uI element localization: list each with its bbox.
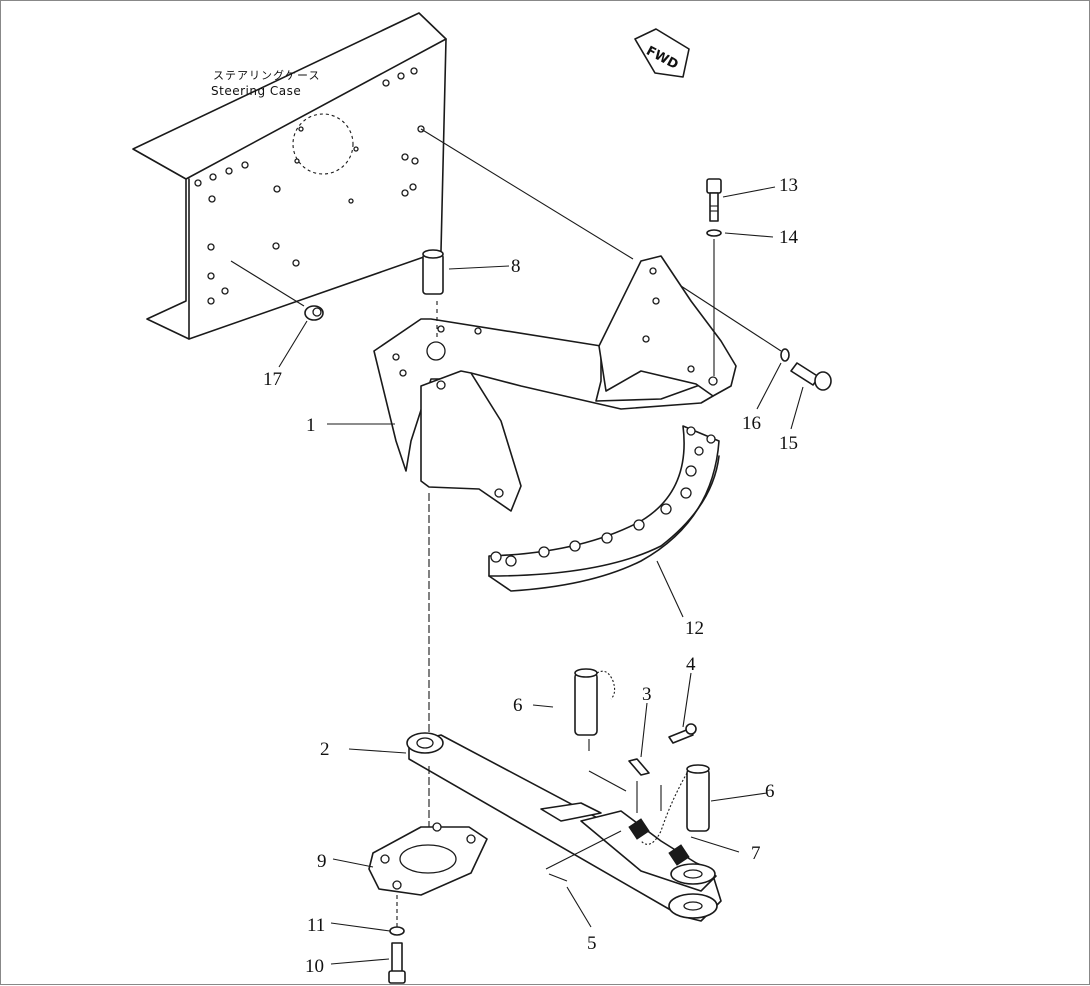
part-2-drawbar	[406, 732, 722, 922]
part-9-cap	[368, 822, 488, 896]
part-5-pin	[545, 830, 622, 882]
callout-3: 3	[642, 684, 652, 705]
callout-17: 17	[263, 369, 282, 390]
callout-9: 9	[317, 851, 327, 872]
part-3-cotter-pin	[628, 758, 650, 813]
callout-15: 15	[779, 433, 798, 454]
part-13-bolt	[706, 178, 722, 222]
callout-1: 1	[306, 415, 316, 436]
callout-2: 2	[320, 739, 330, 760]
part-7-clips	[628, 818, 690, 866]
callout-4: 4	[686, 654, 696, 675]
part-6-pin-left	[574, 668, 616, 751]
callout-10: 10	[305, 956, 324, 977]
callout-6-left: 6	[513, 695, 523, 716]
callout-6-right: 6	[765, 781, 775, 802]
callout-12: 12	[685, 618, 704, 639]
part-8-bushing	[422, 249, 444, 341]
fwd-arrow-icon: FWD	[634, 28, 690, 78]
callout-16: 16	[742, 413, 761, 434]
callout-11: 11	[307, 915, 325, 936]
callout-5-lower: 5	[587, 933, 597, 954]
part-12-quadrant	[488, 425, 720, 592]
callout-13: 13	[779, 175, 798, 196]
part-16-washer	[780, 348, 790, 362]
part-10-bolt	[388, 942, 406, 984]
callout-labels: 1 2 3 4 5 5 6 6 7 8 9 10 11 12 13 14 15 …	[263, 175, 799, 977]
case-label-english: Steering Case	[211, 84, 301, 98]
steering-case: ステアリングケース Steering Case	[132, 12, 447, 340]
case-label-japanese: ステアリングケース	[213, 68, 320, 82]
part-14-washer	[706, 229, 722, 237]
callout-8: 8	[511, 256, 521, 277]
callout-14: 14	[779, 227, 799, 248]
callout-7: 7	[751, 843, 761, 864]
part-4-bolt	[660, 723, 697, 811]
callout-leaders	[278, 186, 804, 965]
part-6-pin-right	[640, 764, 710, 845]
part-11-washer	[389, 926, 405, 936]
part-17-plug	[304, 305, 324, 321]
part-15-bolt	[790, 362, 832, 391]
case-bolt-holes	[194, 67, 425, 305]
part-1-bracket	[373, 255, 737, 512]
